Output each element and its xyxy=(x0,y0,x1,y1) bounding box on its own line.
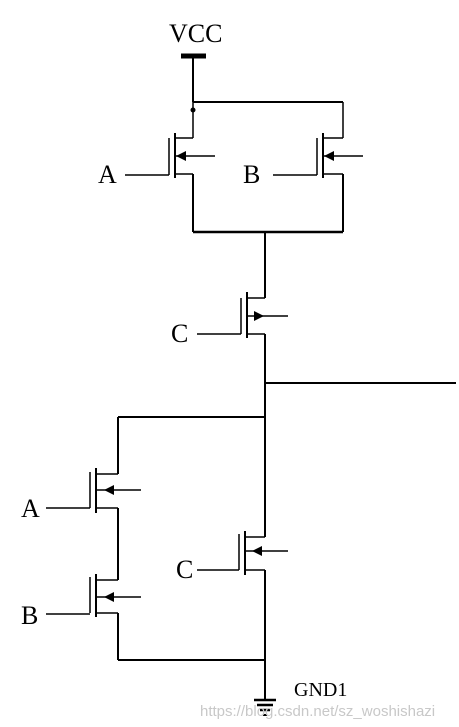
nmos-b-label: B xyxy=(21,601,38,630)
watermark-text: https://blog.csdn.net/sz_woshishazi xyxy=(200,703,435,720)
pmos-b-label: B xyxy=(243,160,260,189)
nmos-transistor-c: C xyxy=(176,531,288,584)
ground-symbol: GND1 xyxy=(254,679,347,716)
nmos-transistor-b: B xyxy=(21,574,141,630)
nmos-a-label: A xyxy=(21,494,40,523)
pmos-transistor-a: A xyxy=(98,102,215,232)
vcc-supply: VCC xyxy=(169,19,343,113)
pmos-transistor-c: C xyxy=(171,292,288,348)
pmos-c-label: C xyxy=(171,319,188,348)
pmos-a-label: A xyxy=(98,160,117,189)
nmos-transistor-a: A xyxy=(21,417,141,523)
gnd-label: GND1 xyxy=(294,679,347,701)
pmos-transistor-b: B xyxy=(243,102,363,232)
vcc-label: VCC xyxy=(169,19,222,48)
nmos-c-label: C xyxy=(176,555,193,584)
